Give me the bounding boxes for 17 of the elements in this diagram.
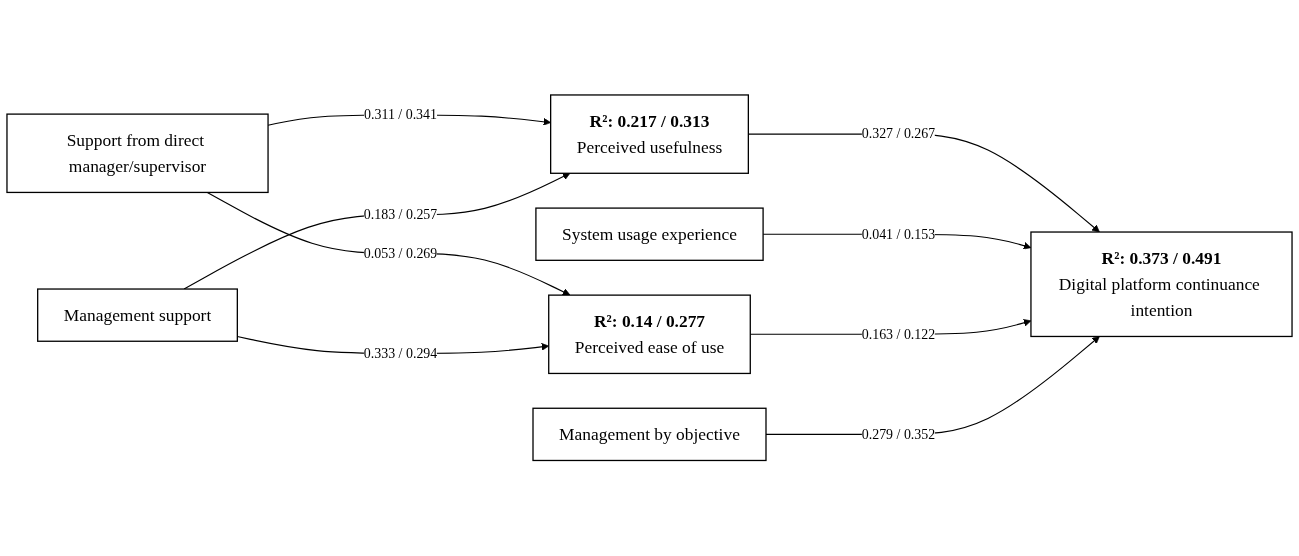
node-box: System usage experience bbox=[535, 207, 764, 262]
edge-label: 0.279 / 0.352 bbox=[861, 426, 936, 442]
edge-label: 0.053 / 0.269 bbox=[363, 245, 438, 261]
edge-label: 0.041 / 0.153 bbox=[861, 226, 936, 242]
node-box: Support from direct manager/supervisor bbox=[6, 113, 269, 194]
node-box: Management support bbox=[37, 288, 238, 343]
node-box: Management by objective bbox=[532, 407, 767, 462]
arrow bbox=[183, 173, 571, 290]
edge-label: 0.333 / 0.294 bbox=[363, 345, 438, 361]
node-box: R²: 0.373 / 0.491 Digital platform continuance intention bbox=[1030, 231, 1293, 338]
node-box: R²: 0.14 / 0.277 Perceived ease of use bbox=[548, 294, 751, 375]
edge-label: 0.311 / 0.341 bbox=[364, 107, 438, 123]
edge-label: 0.163 / 0.122 bbox=[861, 326, 936, 342]
node-box: R²: 0.217 / 0.313 Perceived usefulness bbox=[550, 94, 749, 175]
edge-label: 0.183 / 0.257 bbox=[363, 207, 438, 223]
arrow bbox=[206, 192, 571, 296]
edge-label: 0.327 / 0.267 bbox=[861, 126, 936, 142]
